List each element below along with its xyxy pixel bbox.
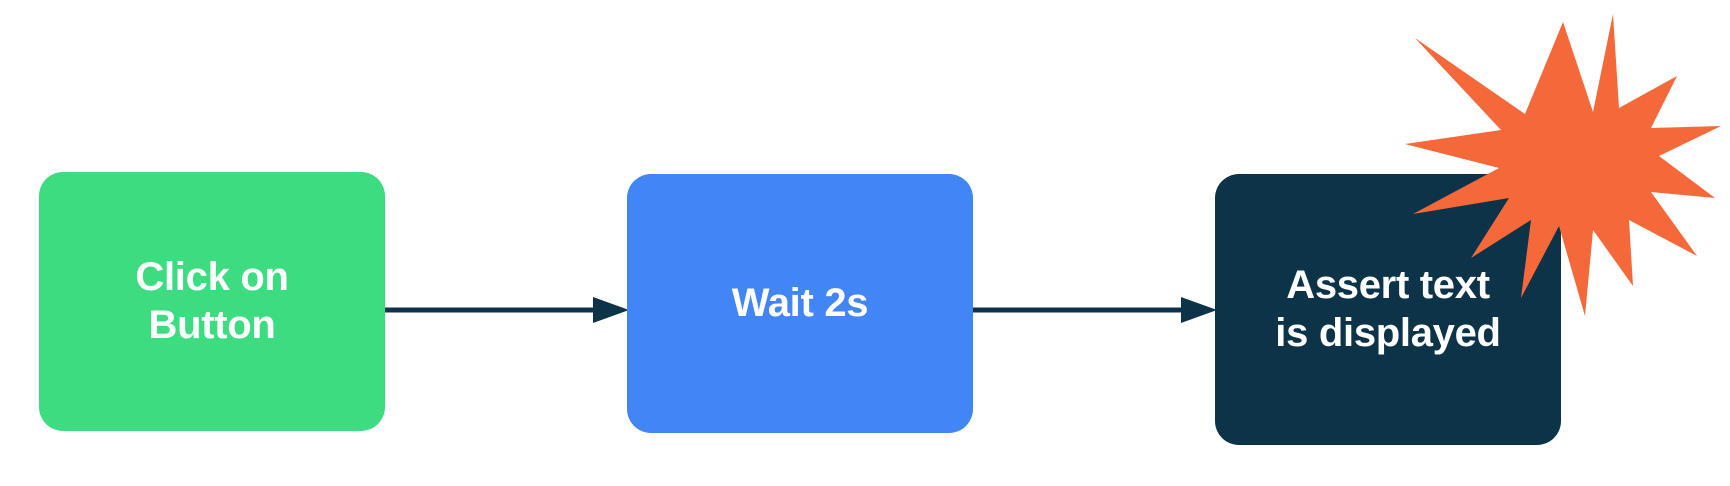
- connector-arrow-click-to-wait: [385, 297, 629, 323]
- flow-node-label: Wait 2s: [731, 280, 869, 325]
- flow-node-click-on-button[interactable]: Click on Button: [39, 172, 385, 431]
- flow-node-wait-2s[interactable]: Wait 2s: [627, 174, 973, 433]
- flow-node-label: Assert text is displayed: [1275, 263, 1501, 355]
- arrowhead-icon: [593, 297, 629, 323]
- flow-node-label: Click on Button: [135, 255, 289, 347]
- connector-arrow-wait-to-assert: [973, 297, 1217, 323]
- arrowhead-icon: [1181, 297, 1217, 323]
- explosion-burst-icon: [1405, 14, 1721, 316]
- burst-shape: [1405, 14, 1721, 316]
